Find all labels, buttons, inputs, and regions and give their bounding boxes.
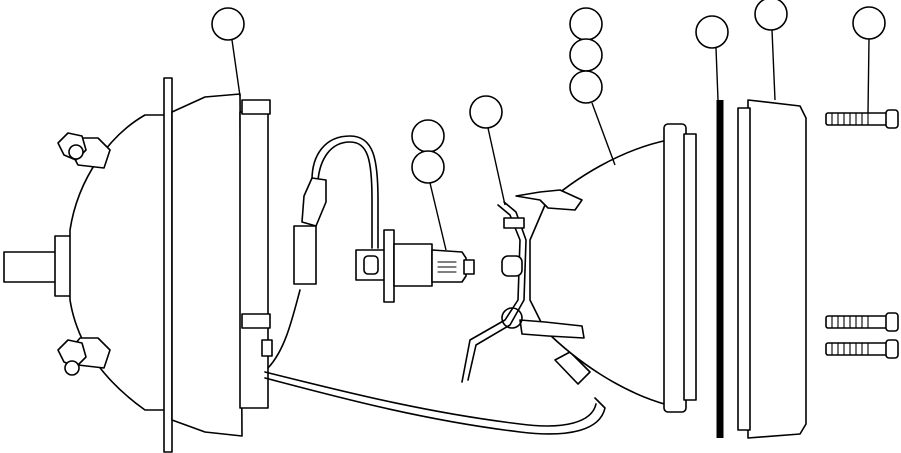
bulb-clip bbox=[363, 255, 379, 275]
callout-bubble-3 bbox=[411, 150, 445, 184]
wire-terminal bbox=[554, 351, 591, 385]
callout-bubble-1 bbox=[211, 7, 245, 41]
callout-bubble-2 bbox=[411, 119, 445, 153]
retaining-spring-2 bbox=[467, 201, 527, 381]
door-lip bbox=[737, 107, 751, 431]
reflector-upper-bracket bbox=[515, 189, 583, 211]
harness-wire-top-2 bbox=[311, 135, 379, 249]
housing-top-tab bbox=[241, 99, 271, 115]
harness-wire-lower bbox=[264, 377, 606, 435]
callout-bubble-8 bbox=[695, 15, 729, 49]
bulb-collar bbox=[393, 243, 433, 287]
screw-bottom bbox=[825, 339, 899, 359]
leader-lines bbox=[231, 29, 870, 251]
reflector-rim bbox=[663, 123, 687, 413]
housing-flange bbox=[163, 77, 173, 453]
reflector-lower-bracket bbox=[519, 319, 585, 339]
spring-clip-mid bbox=[501, 255, 523, 277]
reflector-unit bbox=[461, 123, 697, 413]
harness-wire-up bbox=[267, 289, 301, 369]
callout-bubble-10 bbox=[852, 6, 886, 40]
housing-lower-tab bbox=[261, 339, 273, 357]
upper-nut-cap bbox=[68, 144, 84, 160]
callout-bubble-4 bbox=[469, 95, 503, 129]
bulb-filament bbox=[437, 261, 457, 273]
harness-wire-lower-2 bbox=[264, 371, 597, 427]
retaining-spring bbox=[461, 204, 521, 383]
housing-mid-tab bbox=[241, 313, 271, 329]
spring-clip-loop bbox=[501, 307, 523, 329]
screws bbox=[825, 109, 899, 359]
housing-dome bbox=[69, 114, 169, 411]
callout-bubble-7 bbox=[569, 70, 603, 104]
callout-bubble-6 bbox=[569, 38, 603, 72]
harness-wire-top bbox=[317, 141, 373, 249]
reflector-bowl bbox=[529, 139, 669, 406]
bulb-glass bbox=[431, 249, 467, 283]
wire-connector-body bbox=[293, 225, 317, 285]
headlamp-housing bbox=[3, 77, 273, 453]
headlamp-door bbox=[737, 99, 807, 439]
bulb-flange bbox=[383, 229, 395, 303]
spring-clip-top bbox=[503, 217, 525, 229]
screw-middle bbox=[825, 312, 899, 332]
housing-bezel bbox=[239, 111, 269, 409]
door-body bbox=[747, 99, 807, 439]
wire-connector bbox=[301, 177, 327, 227]
lower-nut-cap bbox=[64, 360, 80, 376]
wiring-harness bbox=[264, 135, 606, 435]
callout-bubble-5 bbox=[569, 7, 603, 41]
halogen-bulb bbox=[355, 229, 475, 303]
bulb-tip bbox=[463, 259, 475, 275]
screw-top bbox=[825, 109, 899, 129]
housing-rear-stub bbox=[3, 251, 61, 283]
reflector-lens-edge bbox=[683, 133, 697, 401]
callout-bubble-9 bbox=[754, 0, 788, 31]
housing-rim bbox=[171, 93, 243, 437]
